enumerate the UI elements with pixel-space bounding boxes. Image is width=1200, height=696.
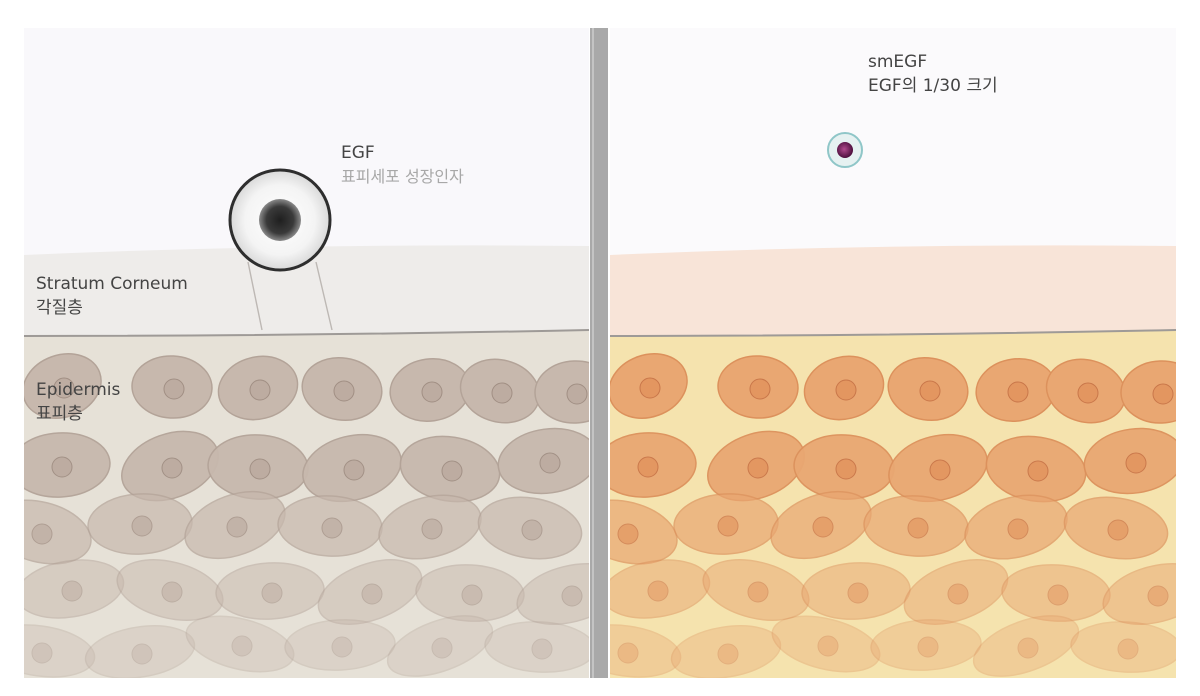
cell-nucleus	[947, 583, 969, 605]
cell-nucleus	[53, 377, 75, 399]
cell-nucleus	[835, 458, 857, 480]
egf-label: EGF	[341, 143, 375, 163]
cell-nucleus	[333, 380, 355, 402]
cell-nucleus	[31, 642, 53, 664]
cell-nucleus	[566, 383, 588, 405]
cell-nucleus	[817, 635, 839, 657]
egf-molecule-core	[259, 199, 301, 241]
left-stratum-corneum	[24, 245, 589, 336]
cell-nucleus	[161, 457, 183, 479]
smegf-label: smEGF	[868, 52, 928, 72]
cell-nucleus	[261, 582, 283, 604]
cell-nucleus	[847, 582, 869, 604]
cell-nucleus	[617, 523, 639, 545]
left-panel	[24, 28, 589, 678]
cell-nucleus	[747, 457, 769, 479]
cell-nucleus	[161, 581, 183, 603]
cell-nucleus	[907, 517, 929, 539]
cell-nucleus	[1017, 637, 1039, 659]
epidermal-cell	[484, 621, 589, 673]
cell-nucleus	[717, 515, 739, 537]
cell-nucleus	[131, 515, 153, 537]
smegf-molecule-core	[837, 142, 853, 158]
cell-nucleus	[231, 635, 253, 657]
cell-nucleus	[226, 516, 248, 538]
left-corneum-boundary	[24, 329, 589, 337]
stratum-corneum-korean-label: 각질층	[36, 298, 83, 318]
right-corneum-boundary	[610, 329, 1176, 337]
cell-nucleus	[343, 459, 365, 481]
cell-nucleus	[747, 581, 769, 603]
epidermal-cell	[24, 624, 96, 678]
panel-divider	[590, 28, 608, 678]
cell-nucleus	[421, 381, 443, 403]
right-panel	[610, 28, 1176, 678]
epidermis-label: Epidermis	[36, 380, 121, 400]
epidermal-cell	[870, 619, 982, 671]
cell-nucleus	[1077, 382, 1099, 404]
cell-nucleus	[639, 377, 661, 399]
epidermal-cell	[670, 625, 782, 678]
cell-nucleus	[331, 636, 353, 658]
panel-divider-highlight	[592, 28, 594, 678]
egf-sublabel: 표피세포 성장인자	[341, 167, 464, 186]
epidermal-cell	[185, 615, 295, 673]
smegf-sublabel: EGF의 1/30 크기	[868, 76, 998, 96]
cell-nucleus	[51, 456, 73, 478]
cell-nucleus	[1027, 460, 1049, 482]
cell-nucleus	[929, 459, 951, 481]
cell-nucleus	[321, 517, 343, 539]
left-cell-layer	[24, 353, 589, 678]
cell-nucleus	[163, 378, 185, 400]
right-cell-layer	[610, 353, 1176, 678]
cell-nucleus	[919, 380, 941, 402]
cell-nucleus	[531, 638, 553, 660]
cell-nucleus	[539, 452, 561, 474]
epidermal-cell	[972, 615, 1080, 677]
epidermal-cell	[284, 619, 396, 671]
egf-drop-line	[315, 261, 333, 331]
cell-nucleus	[31, 523, 53, 545]
cell-nucleus	[1125, 452, 1147, 474]
right-stratum-corneum	[610, 245, 1176, 336]
cell-nucleus	[1147, 585, 1169, 607]
cell-nucleus	[361, 583, 383, 605]
epidermal-cell	[610, 624, 682, 678]
cell-nucleus	[647, 580, 669, 602]
epidermal-cell	[771, 615, 881, 673]
cell-nucleus	[249, 379, 271, 401]
cell-nucleus	[835, 379, 857, 401]
cell-nucleus	[812, 516, 834, 538]
cell-nucleus	[561, 585, 583, 607]
cell-nucleus	[249, 458, 271, 480]
cell-nucleus	[491, 382, 513, 404]
cell-nucleus	[131, 643, 153, 665]
cell-nucleus	[441, 460, 463, 482]
cell-nucleus	[1007, 518, 1029, 540]
cell-nucleus	[717, 643, 739, 665]
cell-nucleus	[617, 642, 639, 664]
cell-nucleus	[461, 584, 483, 606]
cell-nucleus	[1047, 584, 1069, 606]
cell-nucleus	[1107, 519, 1129, 541]
stratum-corneum-label: Stratum Corneum	[36, 274, 188, 294]
cell-nucleus	[61, 580, 83, 602]
cell-nucleus	[431, 637, 453, 659]
epidermal-cell	[1070, 621, 1176, 673]
cell-nucleus	[749, 378, 771, 400]
epidermal-cell	[386, 615, 494, 677]
epidermis-korean-label: 표피층	[36, 404, 83, 424]
cell-nucleus	[521, 519, 543, 541]
cell-nucleus	[917, 636, 939, 658]
epidermal-cell	[84, 625, 196, 678]
cell-nucleus	[1007, 381, 1029, 403]
cell-nucleus	[421, 518, 443, 540]
egf-drop-line	[247, 261, 263, 331]
cell-nucleus	[1152, 383, 1174, 405]
cell-nucleus	[1117, 638, 1139, 660]
cell-nucleus	[637, 456, 659, 478]
